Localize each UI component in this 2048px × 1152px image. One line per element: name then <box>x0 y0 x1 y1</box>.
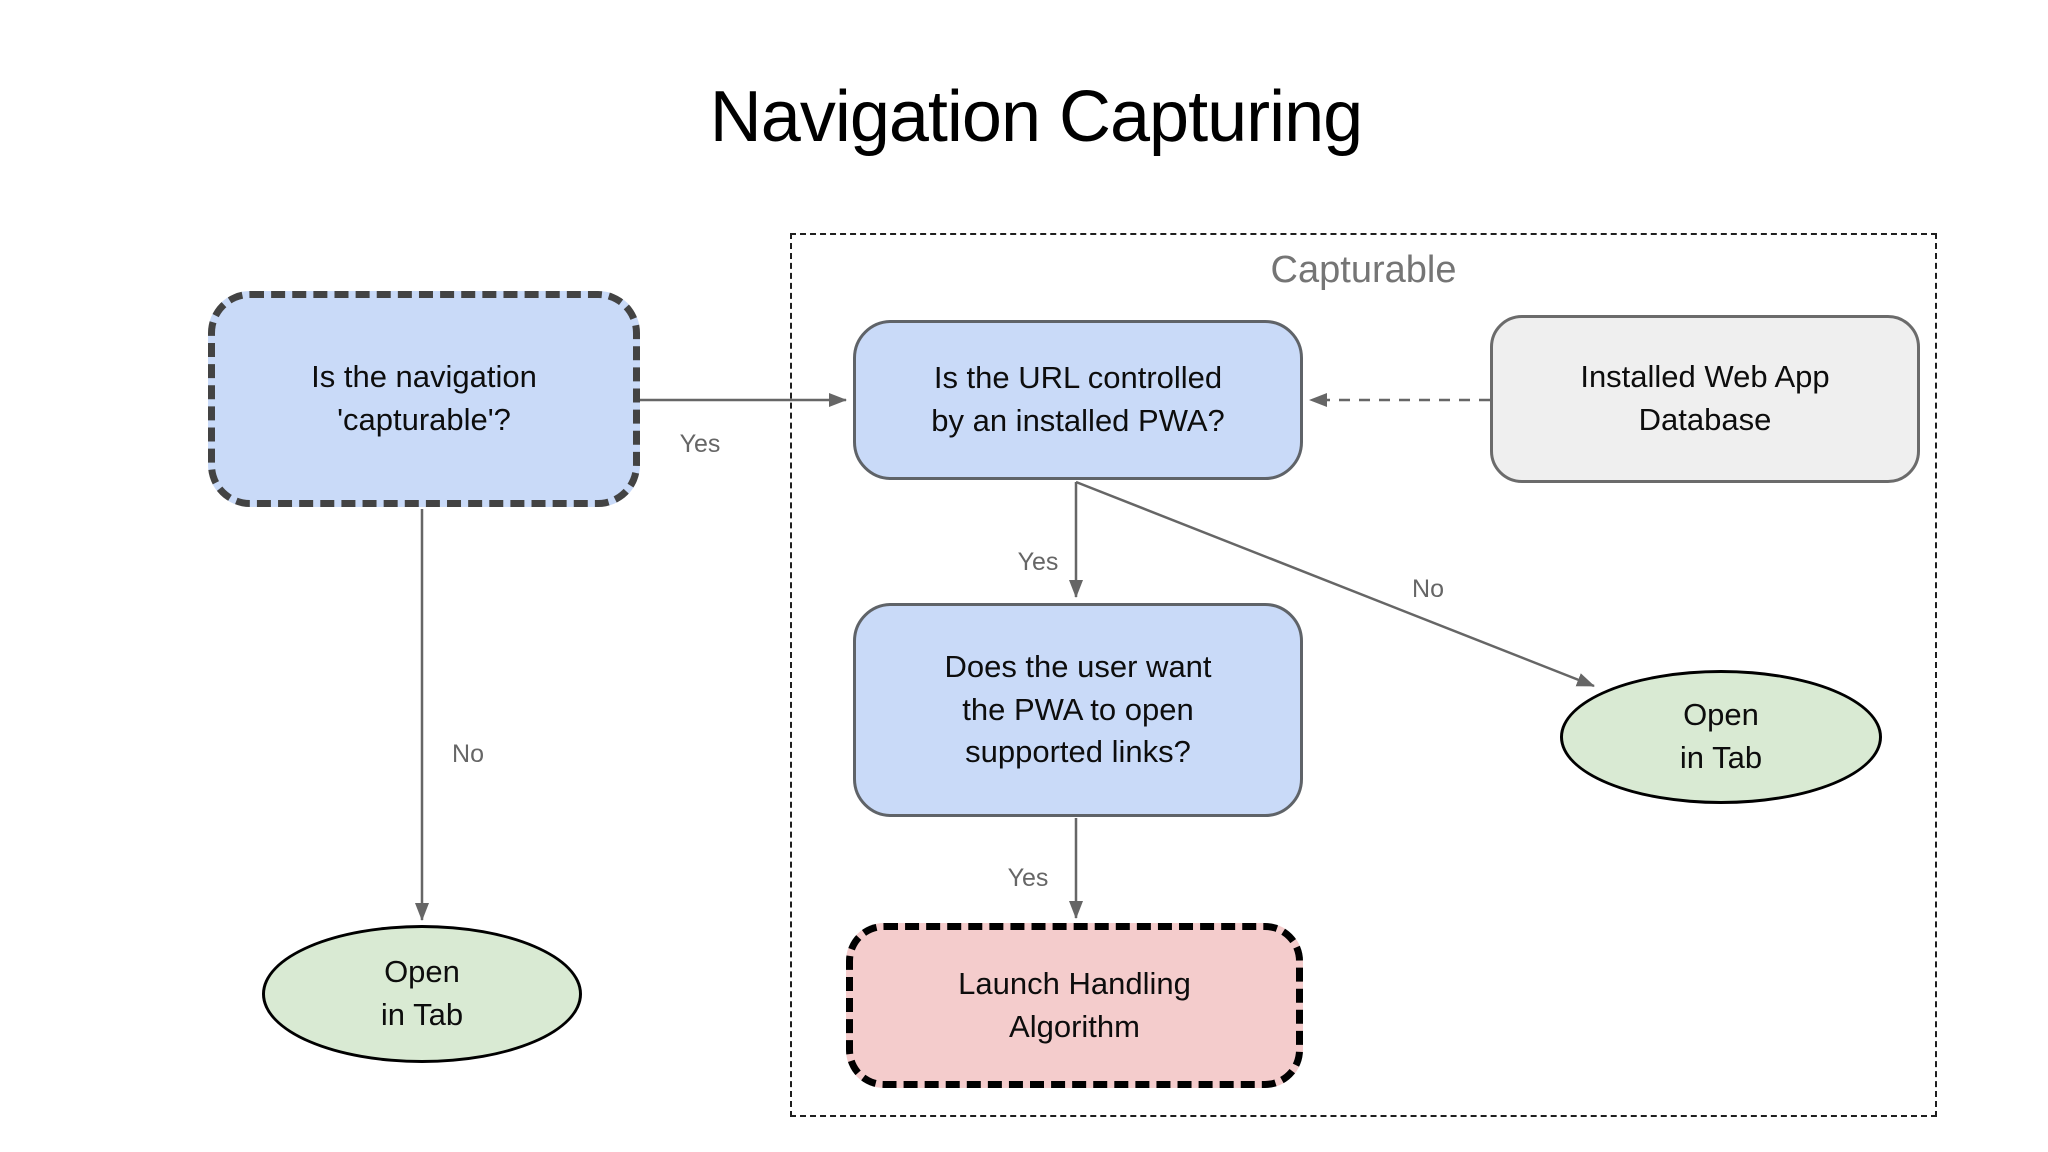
capturable-group-label: Capturable <box>1270 249 1457 291</box>
node-installed-web-app-database: Installed Web App Database <box>1490 315 1920 483</box>
node-launch-handling-algorithm: Launch Handling Algorithm <box>846 923 1303 1088</box>
node-open-in-tab-left: Open in Tab <box>262 925 582 1063</box>
edge-label-capturable-no: No <box>452 740 484 768</box>
edge-label-capturable-yes: Yes <box>679 430 721 458</box>
node-url-controlled-by-pwa: Is the URL controlled by an installed PW… <box>853 320 1303 480</box>
node-is-navigation-capturable: Is the navigation 'capturable'? <box>208 291 640 507</box>
edge-label-controlled-yes: Yes <box>1017 548 1059 576</box>
page-title: Navigation Capturing <box>709 77 1363 157</box>
edge-label-controlled-no: No <box>1412 575 1444 603</box>
capturable-group-container: Capturable <box>790 233 1937 1117</box>
edge-label-user-wants-yes: Yes <box>1007 864 1049 892</box>
node-open-in-tab-right: Open in Tab <box>1560 670 1882 804</box>
node-user-wants-pwa-open-links: Does the user want the PWA to open suppo… <box>853 603 1303 817</box>
